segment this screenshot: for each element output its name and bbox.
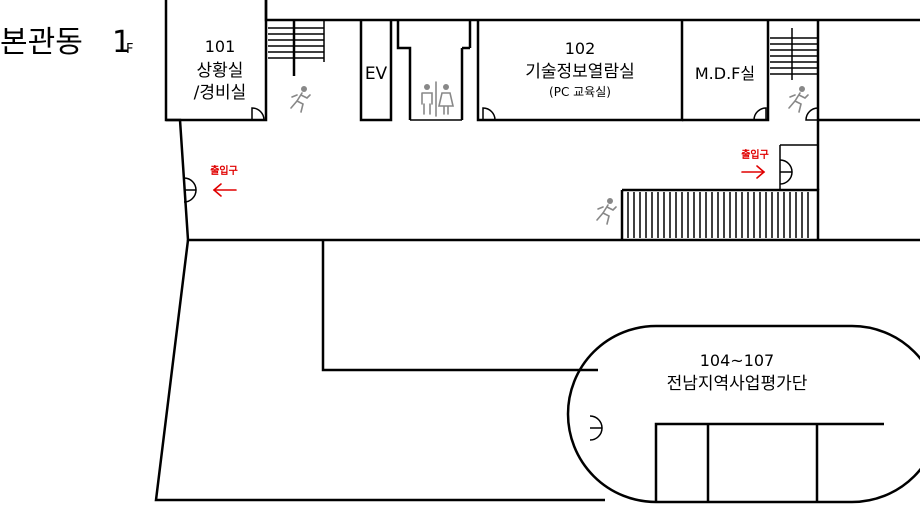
door-icon [753, 107, 767, 121]
elevator: EV [359, 20, 393, 122]
emergency-exit-right [788, 86, 809, 113]
restroom-icon [421, 84, 455, 115]
restroom [396, 20, 472, 121]
stairs-icon [627, 192, 809, 238]
room-104-name: 전남지역사업평가단 [667, 374, 808, 394]
room-101-number: 101 [205, 37, 236, 56]
room-102[interactable]: 102 기술정보열람실 (PC 교육실) [476, 20, 684, 122]
running-person-icon [290, 86, 311, 113]
running-person-icon [596, 198, 617, 225]
stairs-right [770, 20, 820, 191]
room-104-number: 104~107 [700, 351, 774, 370]
running-person-icon [788, 86, 809, 113]
elevator-label: EV [365, 64, 388, 84]
room-102-name: 기술정보열람실 [525, 62, 634, 82]
stairs-icon [268, 20, 325, 62]
floor-suffix: F [126, 42, 133, 57]
double-door-icon [183, 177, 197, 203]
mdf-label: M.D.F실 [695, 64, 755, 83]
room-101-name-2: /경비실 [194, 83, 247, 103]
stairs-bottom [620, 188, 820, 240]
emergency-exit-bottom [596, 198, 617, 225]
room-102-sub: (PC 교육실) [549, 85, 611, 99]
exit-left[interactable]: 출입구 [183, 164, 238, 203]
door-icon [251, 107, 265, 121]
exit-right[interactable]: 출입구 [741, 148, 793, 185]
double-door-icon [589, 415, 603, 441]
room-101[interactable]: 101 상황실 /경비실 [166, 0, 268, 122]
room-mdf[interactable]: M.D.F실 [682, 20, 770, 122]
room-104-107[interactable]: 104~107 전남지역사업평가단 [566, 324, 920, 504]
floor-number: 1 [112, 25, 131, 60]
stairs-icon [770, 28, 818, 80]
arrow-right-icon [741, 165, 766, 179]
door-icon [482, 107, 496, 121]
exit-right-label: 출입구 [741, 148, 769, 161]
building-title: 본관동 [0, 25, 83, 60]
room-101-name-1: 상황실 [197, 61, 244, 81]
exit-left-label: 출입구 [210, 164, 238, 177]
emergency-exit-left [290, 86, 311, 113]
door-icon [805, 107, 819, 121]
arrow-left-icon [212, 183, 237, 197]
double-door-icon [779, 159, 793, 185]
stairs-left [268, 20, 325, 76]
room-102-number: 102 [565, 39, 596, 58]
